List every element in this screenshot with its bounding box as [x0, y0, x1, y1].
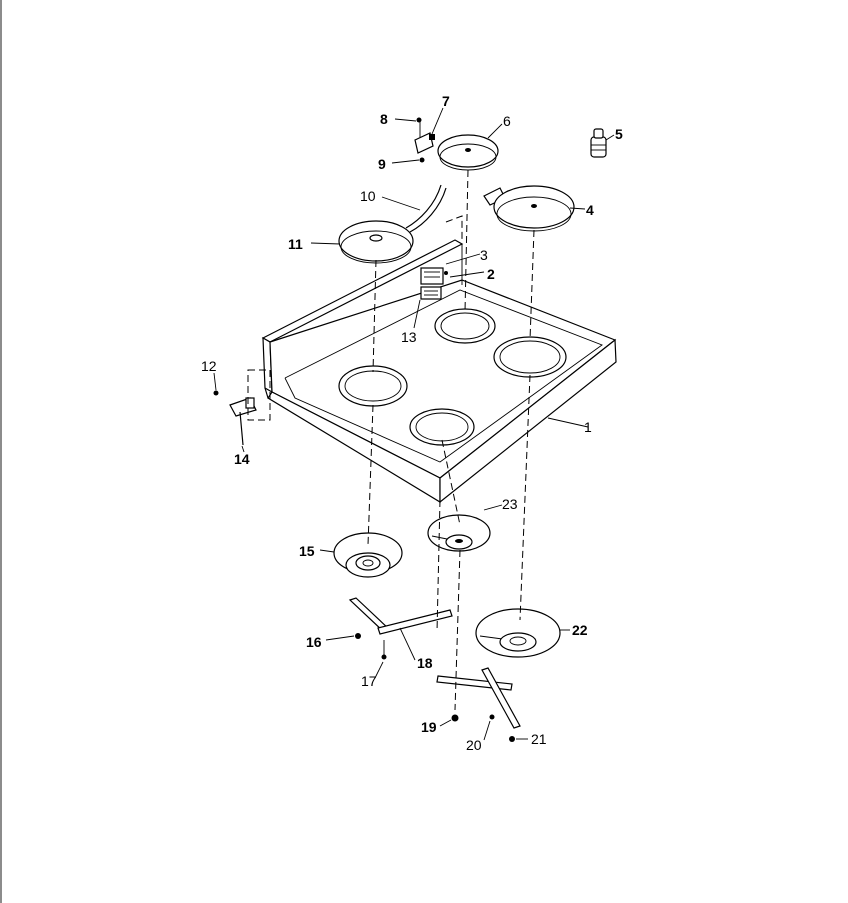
- callout-8: 8: [380, 111, 388, 127]
- assembly-lines: [367, 169, 535, 711]
- drip-pan-22: [475, 608, 561, 658]
- callout-14: 14: [234, 451, 250, 467]
- support-bracket-19-21: [436, 667, 521, 742]
- callout-9: 9: [378, 156, 386, 172]
- bracket-14: [213, 369, 271, 446]
- callout-18: 18: [417, 655, 433, 671]
- burner-openings: [338, 308, 567, 446]
- callout-13: 13: [401, 329, 417, 345]
- leader-lines: [213, 107, 615, 741]
- receptacle-parts: [420, 267, 448, 300]
- drip-pan-15: [333, 532, 403, 578]
- callout-12: 12: [201, 358, 217, 374]
- support-bracket-18: [348, 597, 453, 660]
- surface-element-4: [483, 185, 575, 232]
- callout-3: 3: [480, 247, 488, 263]
- callout-10: 10: [360, 188, 376, 204]
- callout-7: 7: [442, 93, 450, 109]
- callout-15: 15: [299, 543, 315, 559]
- callout-4: 4: [586, 202, 594, 218]
- callout-2: 2: [487, 266, 495, 282]
- callout-22: 22: [572, 622, 588, 638]
- callout-5: 5: [615, 126, 623, 142]
- surface-element-11: [338, 184, 447, 264]
- callout-23: 23: [502, 496, 518, 512]
- callout-16: 16: [306, 634, 322, 650]
- callout-11: 11: [288, 236, 303, 252]
- surface-element-6: [437, 134, 499, 171]
- drip-pan-23: [427, 514, 491, 552]
- callout-20: 20: [466, 737, 482, 753]
- callout-6: 6: [503, 113, 511, 129]
- callout-1: 1: [584, 419, 592, 435]
- callout-17: 17: [361, 673, 377, 689]
- knob-cap-5: [590, 128, 607, 158]
- callout-21: 21: [531, 731, 547, 747]
- terminal-block-7: [414, 117, 435, 163]
- callout-19: 19: [421, 719, 437, 735]
